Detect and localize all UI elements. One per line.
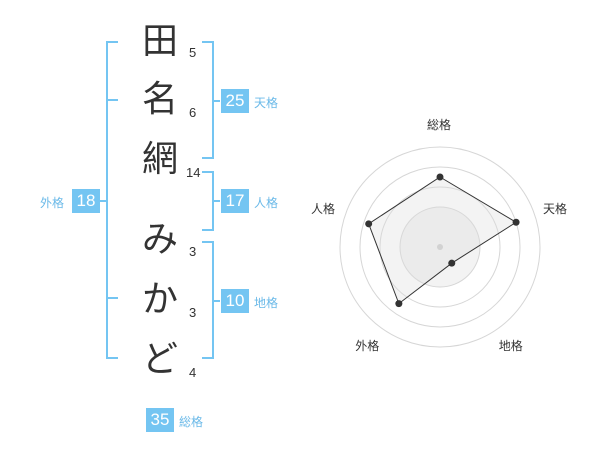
gaikaku-bracket-top — [106, 41, 118, 43]
gaikaku-label: 外格 — [40, 196, 65, 210]
radar-center — [437, 244, 443, 250]
radar-point-総格 — [436, 173, 444, 181]
radar-axis-label: 外格 — [355, 338, 380, 353]
chikaku-score: 10 — [221, 289, 249, 313]
name-char-6: ど — [141, 339, 178, 380]
gaikaku-bracket-upper-tick — [106, 99, 118, 101]
name-char-2: 名 — [141, 79, 178, 120]
tenkaku-bracket-bottom — [202, 157, 214, 159]
chikaku-bracket-bottom — [202, 357, 214, 359]
name-char-4: み — [141, 219, 178, 260]
name-char-3: 網 — [141, 139, 178, 180]
radar-point-天格 — [512, 218, 520, 226]
radar-axis-label: 人格 — [310, 202, 335, 217]
tenkaku-label: 天格 — [254, 96, 279, 110]
stroke-count-3: 14 — [186, 165, 201, 180]
jinkaku-label: 人格 — [254, 196, 279, 210]
jinkaku-score: 17 — [221, 189, 249, 213]
radar-point-人格 — [365, 220, 373, 228]
tenkaku-score: 25 — [221, 89, 249, 113]
jinkaku-bracket-bottom — [202, 229, 214, 231]
radar-point-地格 — [448, 259, 456, 267]
gaikaku-bracket-lower-tick — [106, 297, 118, 299]
radar-point-外格 — [395, 300, 403, 308]
tenkaku-bracket-top — [202, 41, 214, 43]
radar-axis-label: 天格 — [543, 202, 568, 217]
name-char-5: か — [141, 279, 178, 320]
stroke-count-4: 3 — [189, 244, 197, 259]
gaikaku-score: 18 — [72, 189, 100, 213]
jinkaku-bracket-top — [202, 171, 214, 173]
chikaku-bracket-top — [202, 241, 214, 243]
radar-axis-label: 総格 — [427, 118, 452, 132]
stroke-count-2: 6 — [189, 105, 197, 120]
gaikaku-bracket-bottom — [106, 357, 118, 359]
radar-chart — [339, 146, 541, 348]
soukaku-score: 35 — [146, 408, 174, 432]
stroke-count-5: 3 — [189, 305, 197, 320]
soukaku-label: 総格 — [179, 415, 204, 429]
stroke-count-6: 4 — [189, 365, 197, 380]
tenkaku-bracket-connector — [212, 100, 220, 102]
gaikaku-bracket-connector — [96, 200, 106, 202]
jinkaku-bracket-connector — [212, 200, 220, 202]
name-char-1: 田 — [141, 21, 178, 62]
radar-axis-label: 地格 — [498, 338, 523, 353]
chikaku-label: 地格 — [254, 296, 279, 310]
gaikaku-bracket-vertical — [106, 41, 108, 359]
stroke-count-1: 5 — [189, 45, 197, 60]
chikaku-bracket-connector — [212, 300, 220, 302]
radar-series-polygon — [368, 176, 518, 305]
